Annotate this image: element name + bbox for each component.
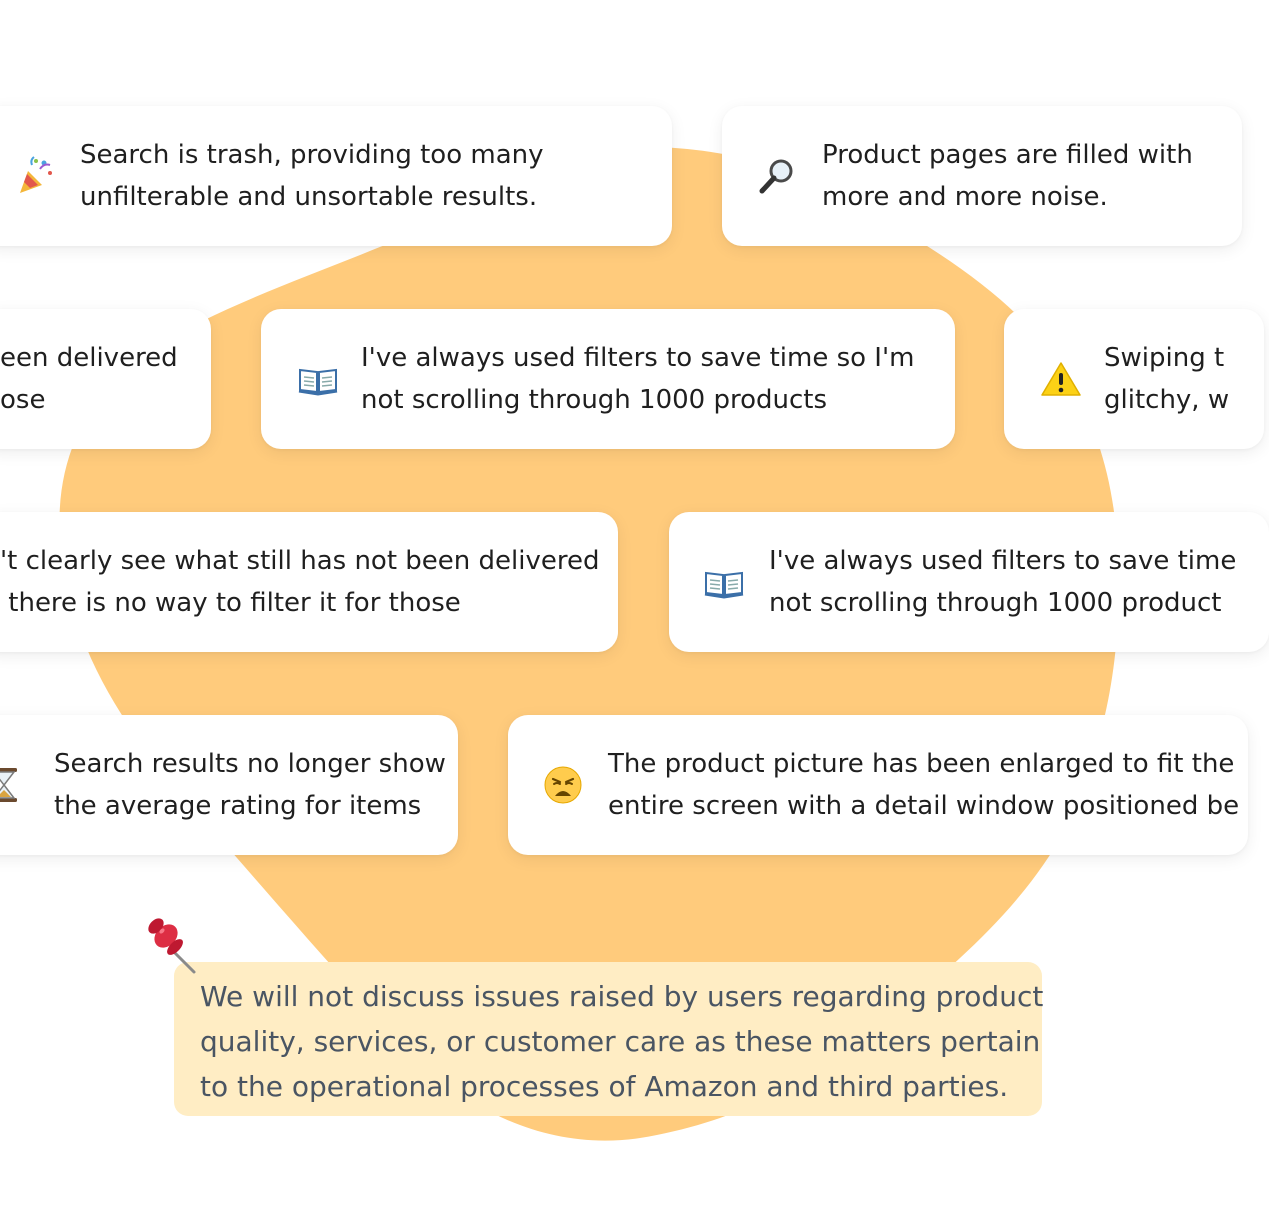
- feedback-card: I've always used filters to save time so…: [261, 309, 955, 449]
- note-text-line: We will not discuss issues raised by use…: [200, 980, 1044, 1013]
- feedback-board: Search is trash, providing too many unfi…: [0, 106, 1240, 1141]
- card-text-line: not scrolling through 1000 products: [361, 385, 828, 415]
- disclaimer-note: We will not discuss issues raised by use…: [174, 962, 1044, 1116]
- card-text-line: 't clearly see what still has not been d…: [0, 546, 600, 576]
- feedback-card: 't clearly see what still has not been d…: [0, 512, 618, 652]
- feedback-card: Product pages are filled with more and m…: [722, 106, 1242, 246]
- card-text-line: een delivered: [0, 343, 178, 373]
- feedback-card: Search results no longer show the averag…: [0, 715, 458, 855]
- card-text-line: Product pages are filled with: [822, 140, 1193, 170]
- card-text-line: Swiping t: [1104, 343, 1225, 373]
- card-text-line: glitchy, w: [1104, 385, 1230, 415]
- card-text-line: more and more noise.: [822, 182, 1108, 212]
- magnifying-glass-icon: [756, 155, 798, 197]
- card-text-line: Search results no longer show: [54, 749, 446, 779]
- card-text-line: entire screen with a detail window posit…: [608, 791, 1240, 821]
- feedback-card: Swiping t glitchy, w: [1004, 309, 1264, 449]
- card-text-line: there is no way to filter it for those: [0, 588, 461, 618]
- hourglass-icon: [0, 764, 24, 806]
- weary-face-icon: [542, 764, 584, 806]
- open-book-icon: [703, 561, 745, 603]
- note-text-line: quality, services, or customer care as t…: [200, 1025, 1041, 1058]
- card-text-line: I've always used filters to save time so…: [361, 343, 915, 373]
- note-text-line: to the operational processes of Amazon a…: [200, 1070, 1009, 1103]
- card-text-line: Search is trash, providing too many: [80, 140, 544, 170]
- warning-icon: [1040, 358, 1082, 400]
- card-text-line: the average rating for items: [54, 791, 422, 821]
- card-text-line: ose: [0, 385, 46, 415]
- card-text-line: unfilterable and unsortable results.: [80, 182, 538, 212]
- feedback-card: een delivered ose: [0, 309, 211, 449]
- card-text-line: I've always used filters to save time: [769, 546, 1237, 576]
- pushpin-icon: [148, 918, 196, 974]
- feedback-card: Search is trash, providing too many unfi…: [0, 106, 672, 246]
- card-text-line: not scrolling through 1000 product: [769, 588, 1222, 618]
- feedback-card: I've always used filters to save time no…: [669, 512, 1269, 652]
- open-book-icon: [297, 358, 339, 400]
- feedback-card: The product picture has been enlarged to…: [508, 715, 1248, 855]
- card-text-line: The product picture has been enlarged to…: [608, 749, 1235, 779]
- party-popper-icon: [14, 155, 56, 197]
